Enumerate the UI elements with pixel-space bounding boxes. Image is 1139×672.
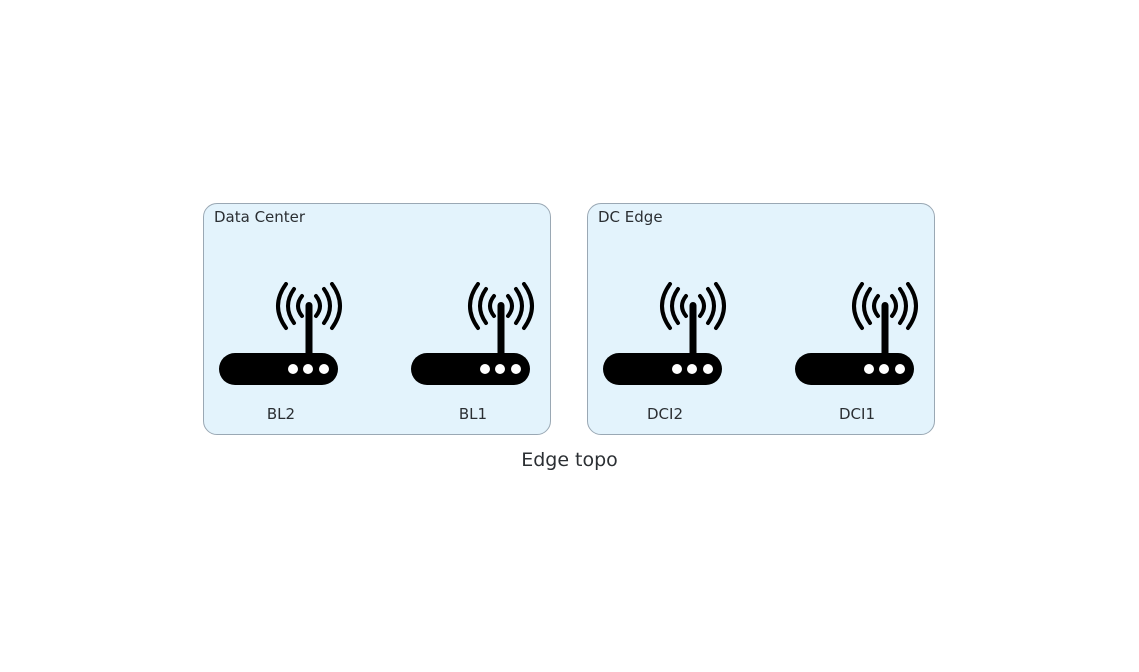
router-icon xyxy=(794,282,924,392)
cluster-data-center: Data Center BL2 BL1 xyxy=(203,203,551,435)
cluster-label: DC Edge xyxy=(598,208,663,226)
diagram-title: Edge topo xyxy=(521,449,618,471)
node-bl2[interactable]: BL2 xyxy=(218,282,348,423)
node-label: BL1 xyxy=(458,405,488,423)
cluster-label: Data Center xyxy=(214,208,306,226)
node-label: DCI2 xyxy=(647,405,683,423)
node-bl1[interactable]: BL1 xyxy=(410,282,540,423)
router-icon xyxy=(218,282,348,392)
node-dci2[interactable]: DCI2 xyxy=(602,282,732,423)
router-icon xyxy=(410,282,540,392)
node-label: BL2 xyxy=(266,405,296,423)
node-dci1[interactable]: DCI1 xyxy=(794,282,924,423)
cluster-dc-edge: DC Edge DCI2 DCI1 xyxy=(587,203,935,435)
node-label: DCI1 xyxy=(839,405,875,423)
router-icon xyxy=(602,282,732,392)
